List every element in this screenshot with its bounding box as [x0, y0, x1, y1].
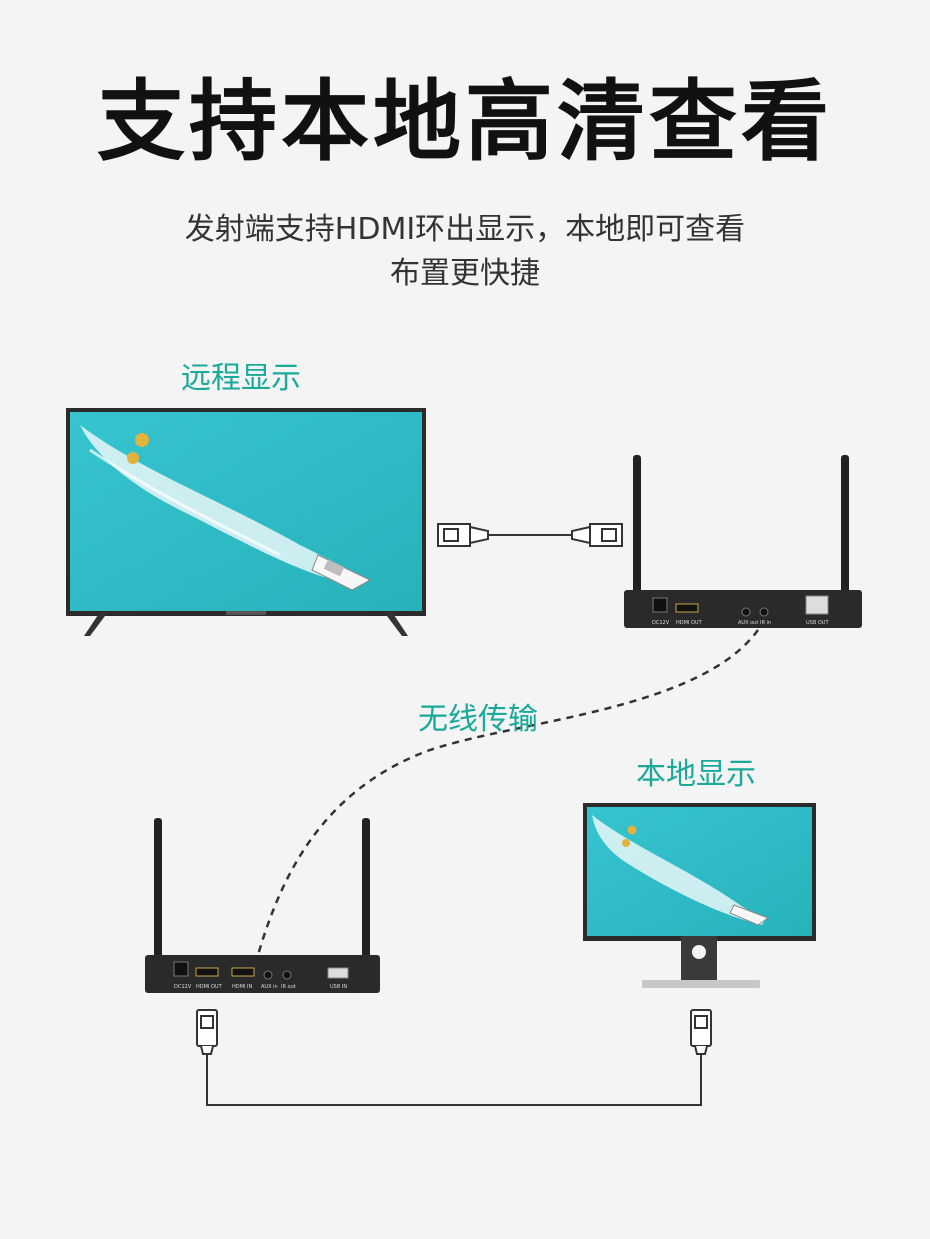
remote-tv — [66, 408, 426, 636]
subtitle-line-2: 布置更快捷 — [390, 256, 540, 291]
rx-port-usb-out: USB OUT — [806, 620, 829, 626]
tx-port-dc: DC12V — [174, 984, 192, 990]
rx-port-dc: DC12V — [652, 620, 670, 626]
label-wireless-transmission: 无线传输 — [418, 702, 538, 737]
wireless-link-line — [256, 629, 760, 956]
local-monitor — [583, 803, 816, 988]
tx-port-hdmi-in: HDMI IN — [232, 984, 252, 990]
transmitter-device: DC12V HDMI OUT HDMI IN AUX in IR out USB… — [145, 818, 380, 993]
tx-port-hdmi-out: HDMI OUT — [196, 984, 223, 990]
tx-port-ir-out: IR out — [281, 984, 296, 990]
hdmi-cable-top — [437, 523, 623, 547]
hdmi-cable-bottom — [196, 1009, 712, 1106]
rx-port-aux-out: AUX out — [738, 620, 758, 626]
label-local-display: 本地显示 — [636, 757, 756, 792]
tx-port-aux-in: AUX in — [261, 984, 278, 990]
rx-port-ir-in: IR in — [760, 620, 771, 626]
subtitle-line-1: 发射端支持HDMI环出显示，本地即可查看 — [184, 212, 746, 247]
receiver-device: DC12V HDMI OUT AUX out IR in USB OUT — [624, 455, 862, 628]
label-remote-display: 远程显示 — [181, 361, 301, 396]
page-title: 支持本地高清查看 — [96, 70, 833, 173]
rx-port-hdmi-out: HDMI OUT — [676, 620, 703, 626]
tx-port-usb-in: USB IN — [330, 984, 347, 990]
